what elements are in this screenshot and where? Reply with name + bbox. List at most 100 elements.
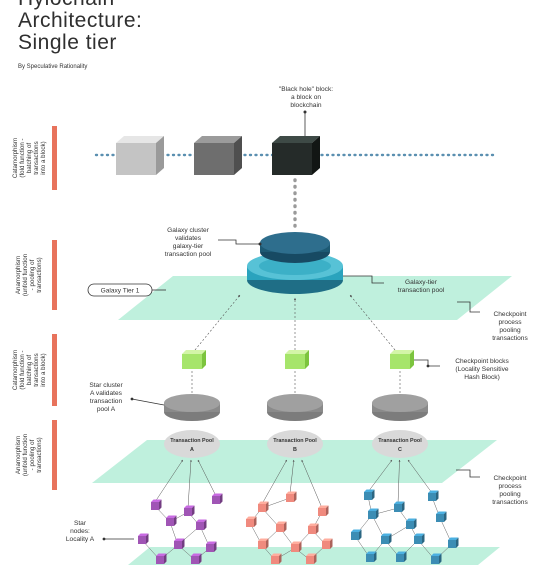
star-node-c — [414, 533, 425, 544]
star-to-pool-arrow-b — [261, 459, 287, 505]
star-node-c — [364, 489, 375, 500]
svg-text:- pooling of: - pooling of — [29, 259, 36, 290]
checkpoint-top-label-2: process — [498, 319, 522, 326]
star-node-b — [291, 541, 302, 552]
star-node-a — [156, 553, 167, 564]
checkpoint-blocks-label-1: Checkpoint blocks — [455, 358, 509, 365]
galaxy-pool-label-1: Galaxy-tier — [405, 279, 438, 286]
svg-text:(fold function -: (fold function - — [19, 138, 26, 177]
star-node-b — [322, 538, 333, 549]
transaction-pool-b-title: Transaction Pool — [273, 438, 317, 444]
checkpoint-bottom-label-2: process — [498, 483, 522, 490]
checkpoint-bottom-label-4: transactions — [492, 499, 528, 506]
star-node-network — [138, 459, 459, 564]
star-node-b — [306, 553, 317, 564]
star-node-a — [196, 519, 207, 530]
side-label-2: Anamorphism (unfold function - pooling o… — [15, 253, 43, 296]
star-node-a — [184, 505, 195, 516]
accent-bar-1 — [52, 126, 57, 190]
svg-text:Anamorphism: Anamorphism — [15, 436, 22, 474]
star-cluster-label-3: transaction — [90, 398, 123, 405]
transaction-pool-c-letter: C — [398, 447, 402, 453]
star-to-pool-arrow-a — [197, 459, 217, 497]
star-node-b — [276, 521, 287, 532]
svg-text:into a block): into a block) — [40, 353, 47, 386]
star-node-c — [368, 508, 379, 519]
star-node-a — [151, 499, 162, 510]
star-cluster-label-2: A validates — [90, 390, 123, 397]
star-cluster-label-1: Star cluster — [89, 382, 123, 389]
checkpoint-block-a — [182, 350, 206, 369]
transaction-pool-c — [372, 430, 428, 458]
blockchain-block-1 — [116, 136, 164, 175]
star-to-pool-arrow-c — [407, 459, 433, 494]
star-to-pool-arrow-b — [289, 459, 295, 495]
transaction-pool-a-title: Transaction Pool — [170, 438, 214, 444]
star-nodes-label-2: nodes: — [70, 528, 90, 535]
star-node-c — [428, 490, 439, 501]
black-hole-label-2: a block on — [291, 94, 321, 101]
side-label-1: Catamorphism (fold function - batching o… — [12, 138, 47, 178]
star-node-a — [191, 553, 202, 564]
checkpoint-block-b — [285, 350, 309, 369]
star-cluster-b-disc — [267, 394, 323, 421]
star-to-pool-arrow-b — [301, 459, 323, 509]
checkpoint-top-label-1: Checkpoint — [494, 311, 527, 318]
checkpoint-block-c — [390, 350, 414, 369]
star-nodes-label-1: Star — [74, 520, 87, 527]
accent-bar-3 — [52, 334, 57, 406]
black-hole-block — [272, 136, 320, 175]
star-node-b — [318, 505, 329, 516]
galaxy-cluster-label-2: validates — [175, 235, 202, 242]
byline: By Speculative Rationality — [18, 64, 88, 70]
star-node-b — [286, 491, 297, 502]
transaction-pool-a — [164, 430, 220, 458]
star-node-b — [246, 516, 257, 527]
accent-bar-4 — [52, 420, 57, 490]
svg-text:batching of: batching of — [26, 143, 33, 174]
star-to-pool-arrow-c — [397, 459, 401, 505]
side-label-3: Catamorphism (fold function - batching o… — [12, 350, 47, 390]
star-cluster-label-4: pool A — [97, 406, 116, 413]
galaxy-cluster-label-3: galaxy-tier — [173, 243, 204, 250]
galaxy-pool-label-2: transaction pool — [398, 287, 445, 294]
star-node-a — [212, 493, 223, 504]
galaxy-cluster-label-4: transaction pool — [165, 251, 212, 258]
svg-text:batching of: batching of — [26, 355, 33, 386]
star-to-pool-arrow-a — [154, 459, 183, 503]
accent-bar-2 — [52, 240, 57, 310]
star-to-pool-arrow-a — [187, 459, 192, 509]
star-node-c — [366, 551, 377, 562]
black-hole-label-1: "Black hole" block: — [279, 86, 333, 93]
star-node-c — [406, 518, 417, 529]
svg-text:(unfold function: (unfold function — [22, 253, 29, 296]
star-node-a — [174, 538, 185, 549]
checkpoint-bottom-label-3: pooling — [499, 491, 521, 498]
page-title: Hylochain Architecture: Single tier — [18, 0, 143, 54]
svg-text:(unfold function: (unfold function — [22, 433, 29, 476]
svg-text:transactions: transactions — [33, 141, 40, 174]
checkpoint-bottom-label-1: Checkpoint — [494, 475, 527, 482]
galaxy-cluster-disc — [260, 232, 330, 263]
black-hole-label-3: blockchain — [290, 102, 321, 109]
star-node-c — [351, 529, 362, 540]
svg-text:Anamorphism: Anamorphism — [15, 256, 22, 294]
galaxy-tier-plane — [118, 276, 512, 320]
svg-text:(fold function -: (fold function - — [19, 350, 26, 389]
svg-text:Catamorphism: Catamorphism — [12, 350, 19, 390]
star-cluster-a-disc — [164, 394, 220, 421]
checkpoint-blocks-label-3: Hash Block) — [464, 374, 500, 381]
galaxy-tier-tag-label: Galaxy Tier 1 — [101, 288, 140, 295]
star-node-b — [308, 523, 319, 534]
star-node-a — [166, 515, 177, 526]
star-node-b — [258, 501, 269, 512]
svg-text:- pooling of: - pooling of — [29, 439, 36, 470]
transaction-pool-b-letter: B — [293, 447, 297, 453]
star-node-c — [436, 511, 447, 522]
svg-text:transactions): transactions) — [36, 437, 43, 472]
star-nodes-label-3: Locality A — [66, 536, 95, 543]
checkpoint-top-label-3: pooling — [499, 327, 521, 334]
star-node-c — [448, 537, 459, 548]
svg-text:Catamorphism: Catamorphism — [12, 138, 19, 178]
